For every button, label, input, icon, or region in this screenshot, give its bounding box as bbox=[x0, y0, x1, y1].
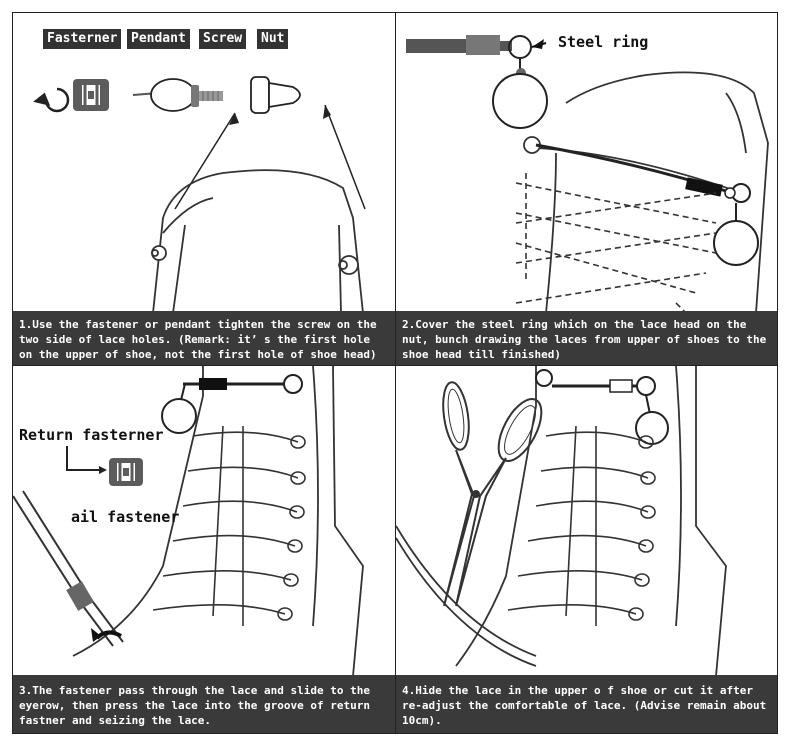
return-fastener-label: Return fasterner bbox=[19, 426, 164, 444]
step-2-illustration bbox=[406, 35, 769, 313]
pendant-icon bbox=[132, 78, 196, 112]
step-1-caption: 1.Use the fastener or pendant tighten th… bbox=[13, 311, 395, 365]
return-fastener-icon bbox=[109, 458, 143, 486]
step-3-caption: 3.The fastener pass through the lace and… bbox=[13, 675, 395, 733]
step-4-panel: 4.Hide the lace in the upper o f shoe or… bbox=[396, 366, 777, 733]
step-2-caption: 2.Cover the steel ring which on the lace… bbox=[396, 311, 777, 365]
tag-screw: Screw bbox=[199, 29, 247, 49]
step-1-illustration bbox=[33, 76, 366, 313]
shoe-illustration bbox=[455, 366, 727, 676]
tail-fastener-label: ail fastener bbox=[71, 508, 180, 526]
scissors-icon bbox=[442, 381, 543, 607]
step-4-illustration bbox=[396, 366, 727, 676]
tag-nut: Nut bbox=[257, 29, 289, 49]
steel-ring-icon bbox=[492, 35, 548, 129]
steel-ring-label: Steel ring bbox=[558, 33, 649, 51]
screw-icon bbox=[191, 85, 223, 107]
nut-icon bbox=[250, 76, 301, 114]
step-4-caption: 4.Hide the lace in the upper o f shoe or… bbox=[396, 675, 777, 733]
shoe-illustration bbox=[151, 169, 364, 313]
tail-fastener-icon bbox=[66, 581, 94, 611]
step-1-panel: Fasterner Pendant Screw Nut bbox=[13, 13, 396, 366]
fastener-icon bbox=[73, 79, 109, 111]
step-3-panel: Return fasterner ail fastener 3.The fast… bbox=[13, 366, 396, 733]
instruction-grid: Fasterner Pendant Screw Nut bbox=[12, 12, 778, 734]
rotate-icon bbox=[33, 87, 70, 113]
tag-fastener: Fasterner bbox=[43, 29, 122, 49]
step-3-illustration bbox=[13, 366, 364, 676]
tag-pendant: Pendant bbox=[127, 29, 190, 49]
shoe-illustration bbox=[72, 366, 364, 676]
step-2-panel: Steel ring 2.Cover the steel ring which … bbox=[396, 13, 777, 366]
